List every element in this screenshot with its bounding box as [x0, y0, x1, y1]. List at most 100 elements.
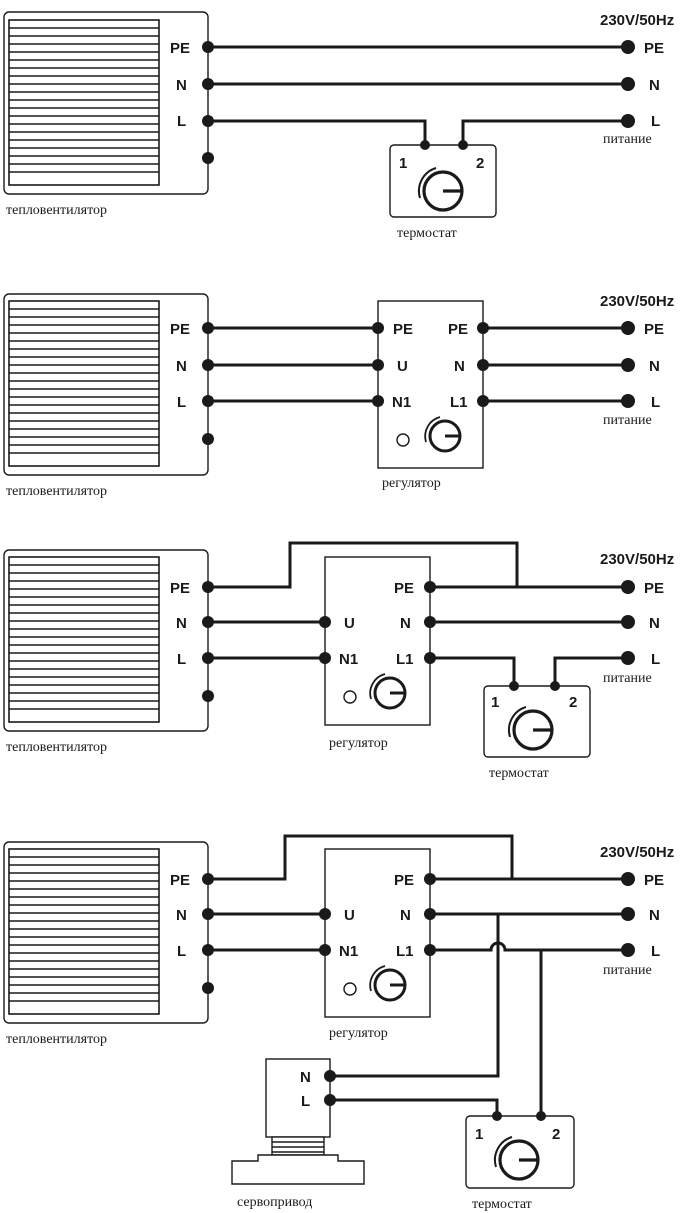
regulator-l1-label: L1 [396, 943, 414, 960]
heater-caption: тепловентилятор [6, 740, 107, 755]
heater-unit: PE N L тепловентилятор [3, 11, 209, 218]
power-caption: питание [603, 671, 652, 686]
thermostat-terminal-2: 2 [476, 155, 484, 172]
diagram-3: PE N L тепловентилятор U N1 PE N L1 регу… [3, 541, 674, 781]
regulator-knob-icon [424, 416, 462, 453]
wire-l-to-thermostat [208, 119, 427, 145]
diagram-4: PE N L тепловентилятор U N1 PE N L1 регу… [3, 834, 674, 1212]
regulator-caption: регулятор [329, 1026, 388, 1041]
actuator-valve-icon [231, 1136, 365, 1185]
regulator-u-label: U [397, 358, 408, 375]
voltage-label: 230V/50Hz [600, 12, 674, 29]
power-caption: питание [603, 963, 652, 978]
power-caption: питание [603, 413, 652, 428]
thermostat-terminal-1: 1 [475, 1126, 483, 1143]
power-l-label: L [651, 113, 660, 130]
power-pe-label: PE [644, 40, 664, 57]
thermostat-knob-icon [417, 167, 464, 212]
heater-pe-label: PE [170, 872, 190, 889]
thermostat-knob-icon [507, 706, 554, 751]
actuator-n-label: N [300, 1069, 311, 1086]
actuator-caption: сервопривод [237, 1195, 312, 1210]
wire-thermostat-to-l [553, 656, 628, 686]
heater-caption: тепловентилятор [6, 484, 107, 499]
regulator-n-label: N [454, 358, 465, 375]
terminal-dots [202, 872, 635, 1106]
wire-pe-bridge [208, 834, 514, 881]
voltage-label: 230V/50Hz [600, 844, 674, 861]
power-pe-label: PE [644, 580, 664, 597]
heater-l-label: L [177, 113, 186, 130]
thermostat: 1 2 термостат [389, 140, 497, 241]
regulator: U N1 PE N L1 регулятор [324, 556, 431, 751]
power-pe-label: PE [644, 872, 664, 889]
thermostat-terminal-2: 2 [569, 694, 577, 711]
regulator-n1-label: N1 [339, 943, 358, 960]
heater-l-label: L [177, 394, 186, 411]
heater-n-label: N [176, 907, 187, 924]
wire-thermostat-to-l [461, 119, 628, 145]
regulator-caption: регулятор [329, 736, 388, 751]
thermostat-terminal-2: 2 [552, 1126, 560, 1143]
indicator-lamp-icon [396, 433, 410, 447]
regulator-u-label: U [344, 615, 355, 632]
thermostat-knob-icon [493, 1136, 540, 1181]
heater-grill [8, 848, 160, 1015]
wire-l1-to-thermostat [430, 656, 516, 686]
regulator-n-label: N [400, 615, 411, 632]
heater-terminal-dots [202, 41, 214, 164]
power-terminal-dots [621, 40, 635, 128]
wire-pe-bridge [208, 541, 519, 589]
thermostat-caption: термостат [397, 226, 457, 241]
heater-pe-label: PE [170, 40, 190, 57]
actuator-l-label: L [301, 1093, 310, 1110]
power-pe-label: PE [644, 321, 664, 338]
heater-grill [8, 19, 160, 186]
terminal-dots [202, 580, 635, 702]
heater-unit: PE N L тепловентилятор [3, 293, 209, 499]
heater-unit: PE N L тепловентилятор [3, 841, 209, 1047]
power-n-label: N [649, 77, 660, 94]
wire-n-to-actuator [330, 914, 500, 1078]
heater-grill [8, 300, 160, 467]
indicator-lamp-icon [343, 690, 357, 704]
power-l-label: L [651, 943, 660, 960]
power-n-label: N [649, 358, 660, 375]
voltage-label: 230V/50Hz [600, 551, 674, 568]
heater-l-label: L [177, 651, 186, 668]
thermostat-caption: термостат [472, 1197, 532, 1212]
regulator-l1-label: L1 [450, 394, 468, 411]
heater-pe-label: PE [170, 321, 190, 338]
regulator-n-label: N [400, 907, 411, 924]
indicator-lamp-icon [343, 982, 357, 996]
regulator-n1-label: N1 [392, 394, 411, 411]
heater-n-label: N [176, 77, 187, 94]
thermostat-caption: термостат [489, 766, 549, 781]
regulator-pe-label: PE [394, 580, 414, 597]
regulator-pe-label: PE [394, 872, 414, 889]
heater-caption: тепловентилятор [6, 203, 107, 218]
power-n-label: N [649, 907, 660, 924]
regulator: U N1 PE N L1 регулятор [324, 848, 431, 1041]
thermostat-terminal-1: 1 [491, 694, 499, 711]
regulator-l1-label: L1 [396, 651, 414, 668]
heater-pe-label: PE [170, 580, 190, 597]
power-caption: питание [603, 132, 652, 147]
regulator-n1-label: N1 [339, 651, 358, 668]
regulator-knob-icon [369, 673, 407, 710]
thermostat: 1 2 термостат [465, 1111, 575, 1212]
voltage-label: 230V/50Hz [600, 293, 674, 310]
regulator-in-pe-label: PE [393, 321, 413, 338]
regulator-caption: регулятор [382, 476, 441, 491]
heater-l-label: L [177, 943, 186, 960]
heater-n-label: N [176, 358, 187, 375]
regulator-knob-icon [369, 965, 407, 1002]
diagram-2: PE N L тепловентилятор PE U N1 PE N L1 р… [3, 293, 674, 499]
power-l-label: L [651, 651, 660, 668]
power-l-label: L [651, 394, 660, 411]
diagram-1: PE N L тепловентилятор 1 2 термостат [3, 11, 674, 241]
regulator: PE U N1 PE N L1 регулятор [377, 300, 484, 491]
wire-actuator-to-thermostat [330, 1098, 499, 1116]
thermostat: 1 2 термостат [483, 681, 591, 781]
